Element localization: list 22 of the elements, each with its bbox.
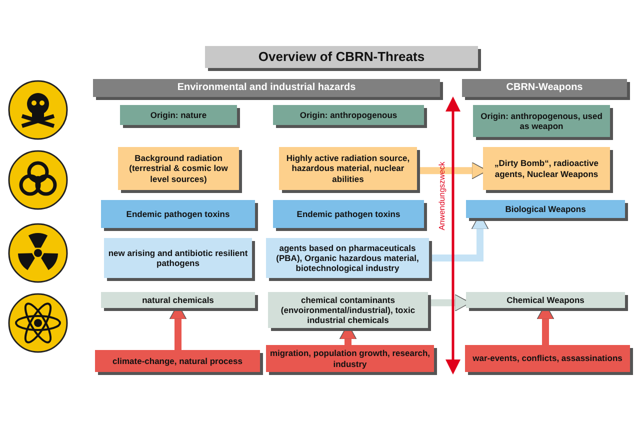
column-header-bar: Environmental and industrial hazards — [93, 79, 440, 97]
hazard-box: natural chemicals — [101, 292, 255, 308]
cause-box: migration, population growth, research, industry — [266, 345, 434, 372]
weapon-box: Biological Weapons — [466, 200, 625, 218]
hazard-box: Highly active radiation source, hazardous material, nuclear abilities — [279, 147, 417, 190]
hazard-box: new arising and antibiotic resilient pathogens — [104, 238, 252, 278]
hazard-box: Background radiation (terrestrial & cosmic low level sources) — [118, 147, 239, 190]
column-header-bar: CBRN-Weapons — [462, 79, 627, 97]
title-banner: Overview of CBRN-Threats — [205, 46, 478, 68]
origin-box: Origin: nature — [120, 105, 237, 125]
hazard-box: Endemic pathogen toxins — [273, 200, 424, 228]
edge-label: Anwendungszweck — [438, 162, 446, 230]
weapon-box: Chemical Weapons — [466, 292, 625, 308]
origin-box: Origin: anthropogenous, used as weapon — [473, 105, 610, 137]
weapon-box: „Dirty Bomb“, radioactive agents, Nuclear Weapons — [483, 147, 610, 190]
hazard-box: Endemic pathogen toxins — [101, 200, 255, 228]
double-arrow — [446, 96, 460, 374]
cause-box: climate-change, natural process — [95, 350, 260, 372]
hazard-box: chemical contaminants (envoironmental/industrial), toxic industrial chemicals — [268, 292, 428, 328]
origin-box: Origin: anthropogenous — [273, 105, 424, 125]
cause-box: war-events, conflicts, assassinations — [465, 345, 630, 372]
hazard-box: agents based on pharmaceuticals (PBA), Organic hazardous material, biotechnological industry — [266, 238, 429, 278]
